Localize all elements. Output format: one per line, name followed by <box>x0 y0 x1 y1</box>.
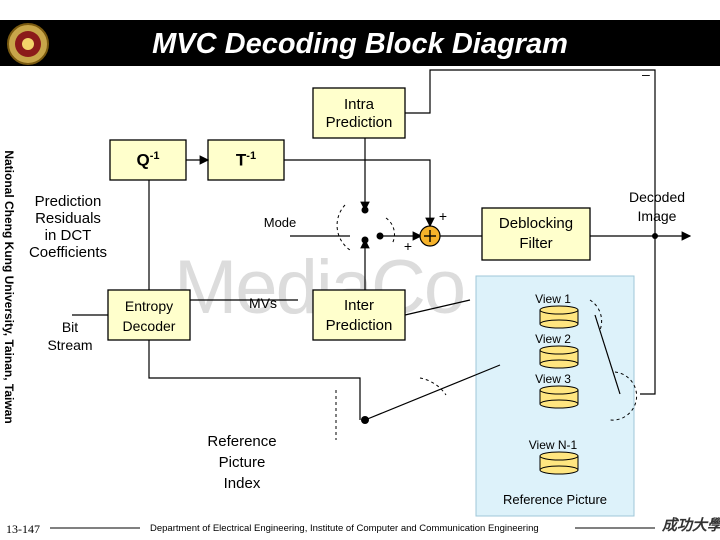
prediction-residuals-label: Prediction Residuals in DCT Coefficients <box>28 193 108 261</box>
plus-sign-bottom: + <box>403 238 413 254</box>
intra-prediction-label: Intra Prediction <box>325 96 393 131</box>
university-logo <box>7 23 49 65</box>
department-footer: Department of Electrical Engineering, In… <box>150 523 539 534</box>
view-1-label: View 1 <box>535 292 571 306</box>
entropy-decoder-label: Entropy Decoder <box>122 298 176 334</box>
mvs-label: MVs <box>249 295 277 311</box>
slide-title: MVC Decoding Block Diagram <box>152 28 568 60</box>
inter-prediction-label: Inter Prediction <box>325 297 393 334</box>
plus-sign-top: + <box>438 208 448 224</box>
entropy-decoder-block <box>107 289 191 341</box>
q-text: Q <box>136 150 150 170</box>
corner-dash: – <box>642 66 650 82</box>
t-text: T <box>235 150 247 170</box>
page-number: 13-147 <box>6 522 40 536</box>
intra-prediction-block <box>312 87 406 139</box>
university-seal-text: 成功大學 <box>662 516 720 534</box>
q-superscript: -1 <box>149 150 160 162</box>
reference-picture-label: Reference Picture <box>502 492 608 507</box>
view-3-label: View 3 <box>535 372 571 386</box>
decoded-image-label: Decoded Image <box>628 189 686 224</box>
deblocking-filter-label: Deblocking Filter <box>498 215 574 252</box>
title-bar <box>0 20 720 66</box>
inter-switch-node <box>361 236 369 244</box>
view-cylinders <box>539 305 579 475</box>
view-n-1-label: View N-1 <box>528 438 578 452</box>
index-node <box>361 416 369 424</box>
mode-label: Mode <box>263 215 297 230</box>
inverse-quant-block <box>109 139 187 181</box>
tap-node <box>652 233 658 239</box>
view-2-label: View 2 <box>535 332 571 346</box>
reference-picture-index-label: Reference Picture Index <box>207 433 277 492</box>
inverse-quant-label: Q-1 <box>110 150 186 171</box>
inverse-transform-label: T-1 <box>208 150 284 171</box>
inverse-transform-block <box>207 139 285 181</box>
deblocking-filter-block <box>481 207 591 261</box>
t-superscript: -1 <box>246 150 257 162</box>
intra-switch-node <box>361 206 369 214</box>
output-node <box>376 232 384 240</box>
bit-stream-label: Bit Stream <box>47 319 93 353</box>
